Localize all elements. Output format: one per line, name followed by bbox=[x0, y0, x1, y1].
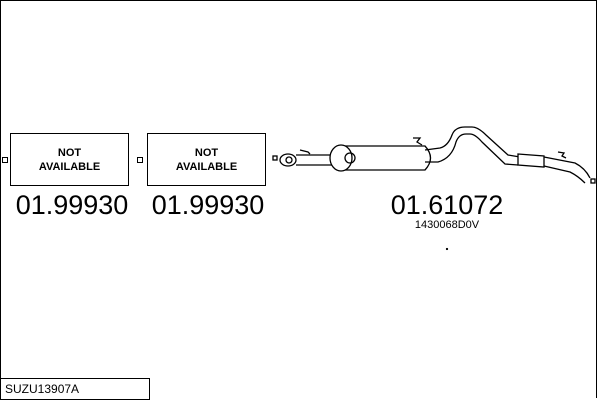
part-2-status-line1: NOT bbox=[194, 146, 219, 159]
vehicle-reference-label: SUZU13907A bbox=[0, 378, 150, 400]
part-2-status-line2: AVAILABLE bbox=[175, 160, 238, 173]
part-1-status-line2: AVAILABLE bbox=[38, 160, 101, 173]
part-3-oe-number: 1430068D0V bbox=[414, 219, 480, 231]
connector-icon bbox=[2, 157, 8, 163]
part-2-number[interactable]: 01.99930 bbox=[151, 190, 265, 220]
part-1-status-line1: NOT bbox=[57, 146, 82, 159]
part-1-number[interactable]: 01.99930 bbox=[15, 190, 129, 220]
part-3-number[interactable]: 01.61072 bbox=[390, 190, 504, 220]
connector-icon bbox=[137, 157, 143, 163]
